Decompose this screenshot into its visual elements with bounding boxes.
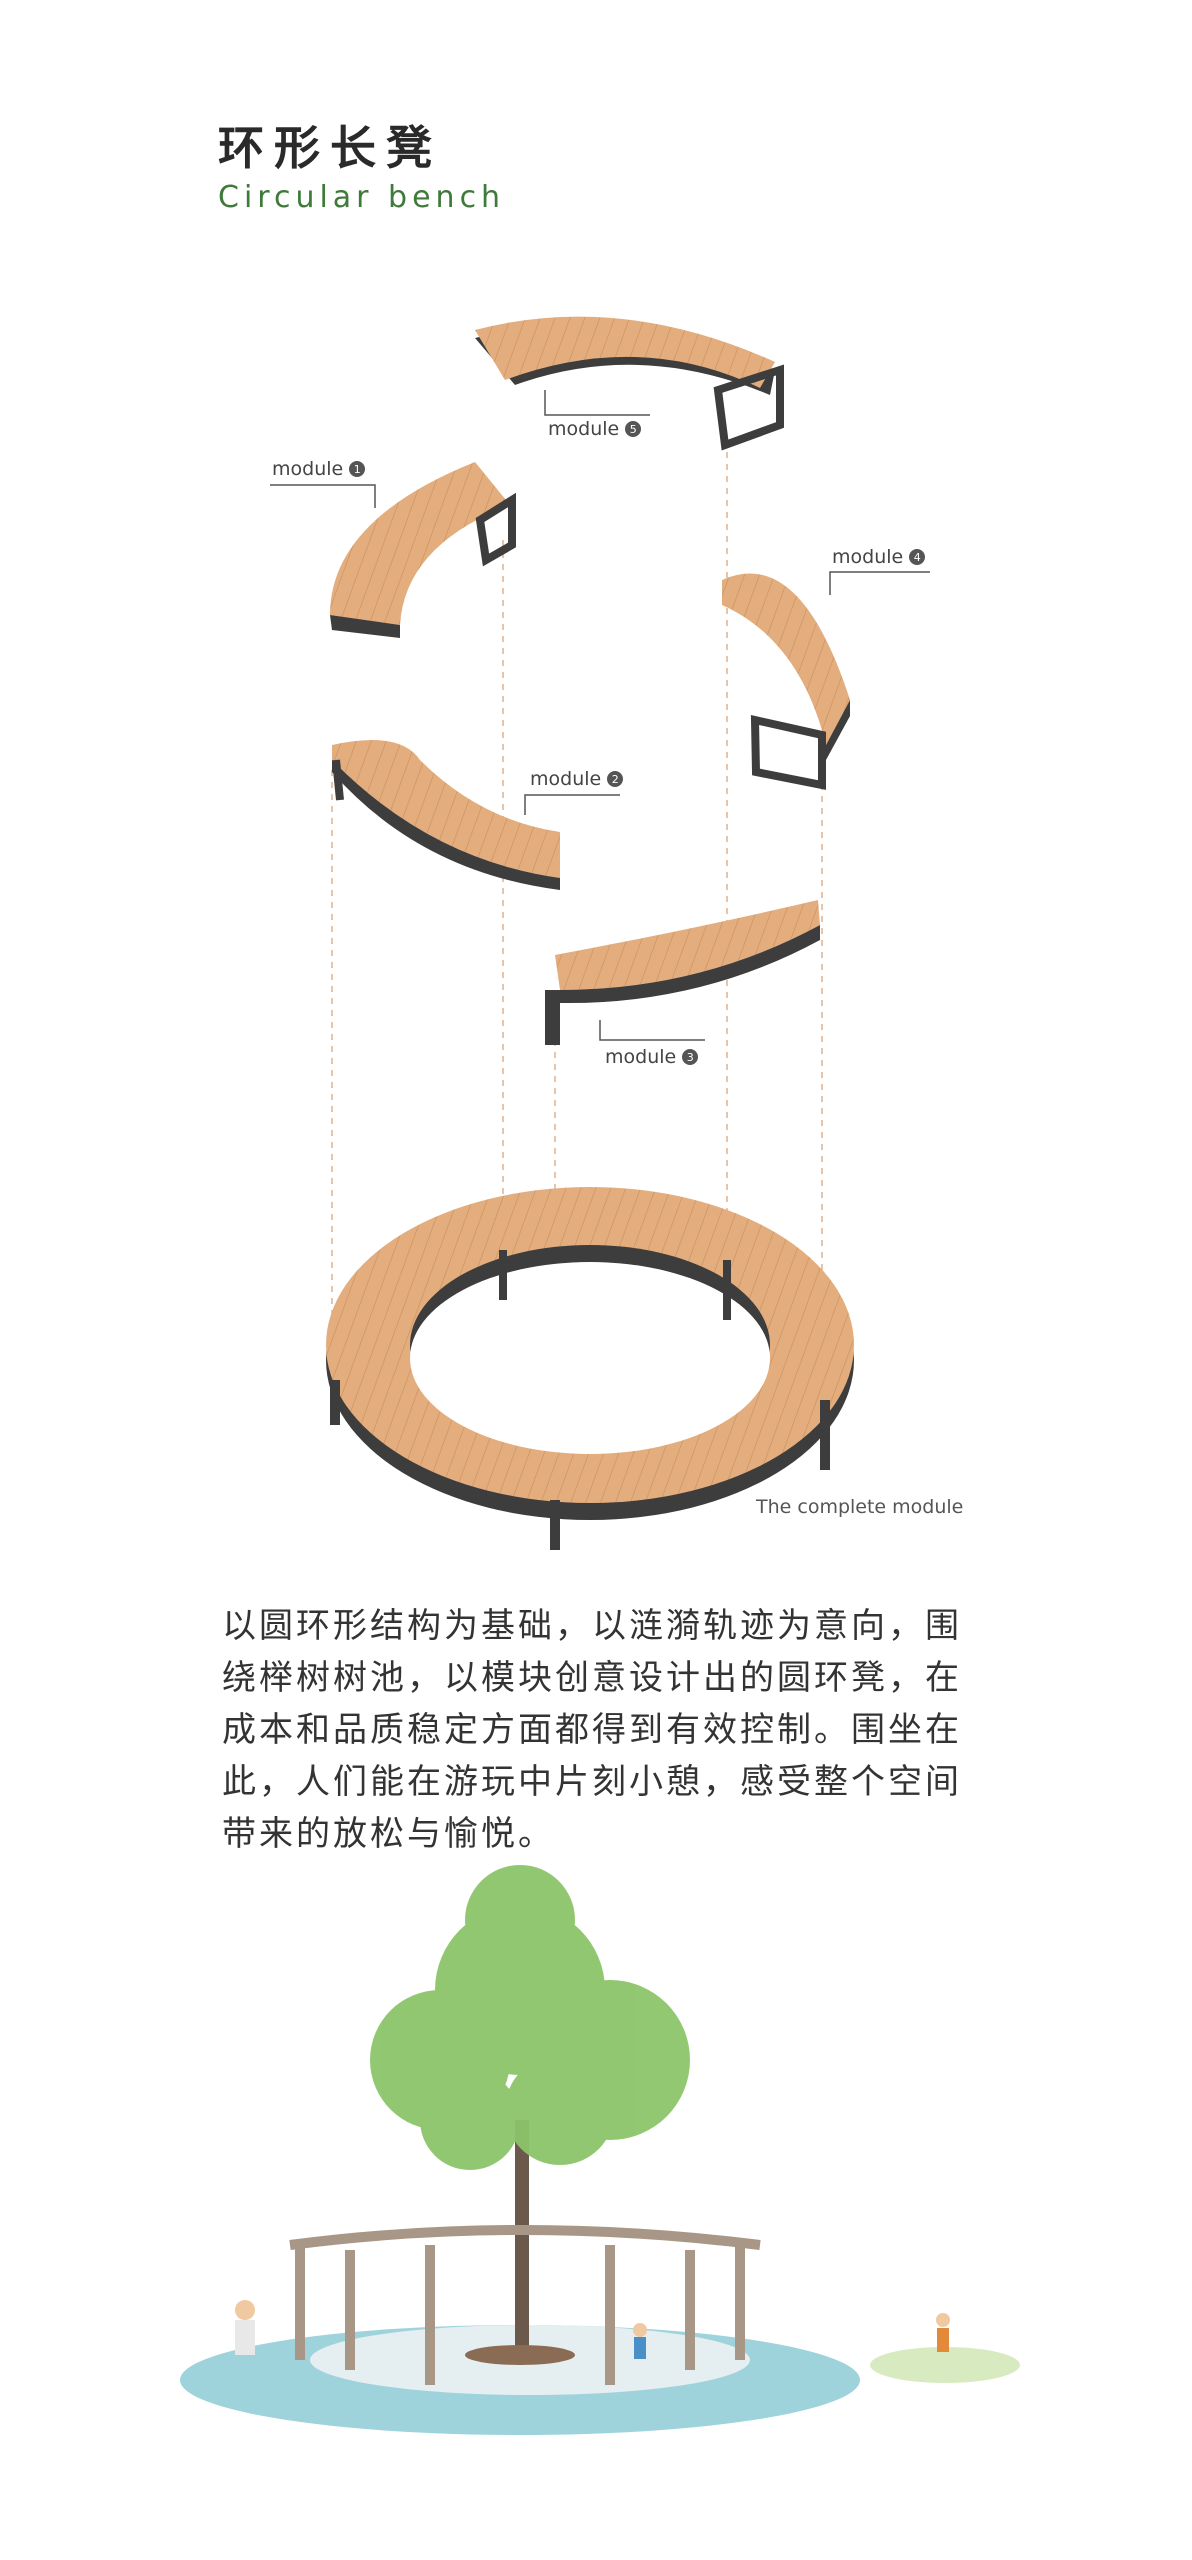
playground-illustration (180, 1865, 1020, 2435)
label-leaders (270, 390, 930, 1041)
description-paragraph: 以圆环形结构为基础，以涟漪轨迹为意向，围绕榉树树池，以模块创意设计出的圆环凳，在… (222, 1606, 962, 1854)
bench-module-1 (330, 462, 516, 638)
page-title: 环形长凳 (218, 121, 442, 175)
module-number-badge: 4 (909, 549, 926, 565)
complete-module-caption: The complete module (756, 1496, 964, 1518)
module-number-badge: 2 (607, 771, 624, 787)
module-number-badge: 1 (349, 461, 366, 477)
page-subtitle: Circular bench (218, 180, 506, 215)
bench-module-3 (545, 900, 820, 1045)
bench-module-2 (332, 740, 560, 890)
bench-module-4 (722, 573, 850, 790)
complete-ring-bench (326, 1187, 854, 1550)
module-number-badge: 3 (682, 1049, 699, 1065)
bench-module-5 (475, 316, 784, 451)
module-number-badge: 5 (625, 421, 642, 437)
